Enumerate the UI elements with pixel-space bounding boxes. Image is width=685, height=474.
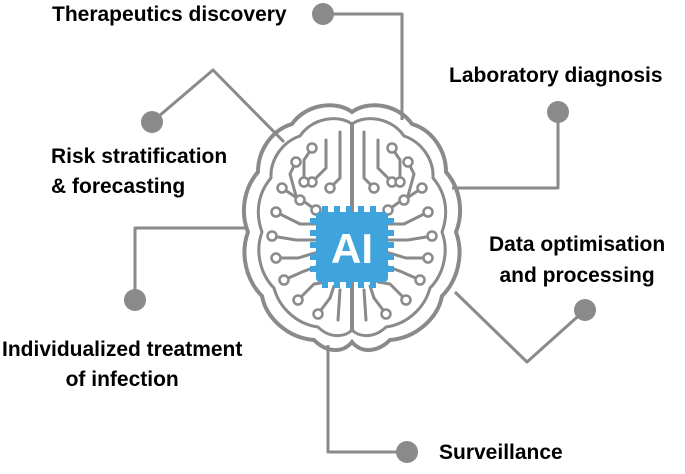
label-risk-line2: & forecasting	[51, 175, 186, 198]
label-therapeutics-discovery: Therapeutics discovery	[52, 1, 287, 29]
ai-chip-pins	[310, 206, 394, 288]
label-surveillance-text: Surveillance	[439, 441, 563, 464]
label-data-line2: and processing	[499, 264, 655, 287]
label-laboratory-diagnosis: Laboratory diagnosis	[449, 62, 663, 90]
connector-therapeutics	[323, 12, 404, 120]
ai-chip-label: AI	[331, 225, 373, 272]
brain-circuit-icon: AI	[241, 103, 463, 352]
connector-surveillance	[326, 345, 407, 454]
label-data-line1: Data optimisation	[489, 233, 666, 256]
node-individualized	[124, 289, 146, 311]
connector-data	[453, 290, 587, 364]
label-laboratory-text: Laboratory diagnosis	[449, 64, 663, 87]
label-individualized-line2: of infection	[65, 368, 179, 391]
circuit-pads	[266, 142, 438, 320]
node-risk	[141, 111, 163, 133]
brain-outline-outer	[241, 103, 463, 352]
label-therapeutics-text: Therapeutics discovery	[52, 3, 287, 26]
ai-chip-body	[316, 212, 388, 282]
label-individualized-line1: Individualized treatment	[2, 338, 243, 361]
label-risk-stratification: Risk stratification & forecasting	[51, 143, 227, 201]
ai-chip: AI	[310, 206, 394, 288]
label-individualized-treatment: Individualized treatment of infection	[2, 336, 242, 394]
connector-lines	[133, 12, 587, 454]
label-surveillance: Surveillance	[439, 439, 563, 467]
node-laboratory	[547, 101, 569, 123]
node-data	[574, 299, 596, 321]
node-therapeutics	[312, 3, 334, 25]
connector-risk	[151, 68, 286, 144]
connector-laboratory	[452, 112, 560, 190]
connector-individualized	[133, 226, 245, 300]
node-surveillance	[396, 441, 418, 463]
connector-nodes	[124, 3, 596, 463]
label-data-optimisation: Data optimisation and processing	[489, 231, 665, 290]
label-risk-line1: Risk stratification	[51, 145, 228, 168]
